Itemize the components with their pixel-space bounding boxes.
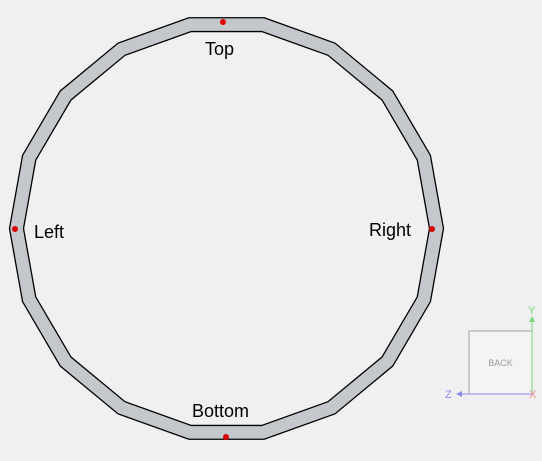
view-cube[interactable]: BACK: [468, 330, 533, 395]
left-point-label: Left: [34, 222, 64, 242]
axis-triad: Y Z X: [445, 305, 537, 401]
top-point-label: Top: [205, 39, 234, 59]
view-cube-face[interactable]: [468, 330, 533, 395]
y-axis-arrow-icon: [529, 316, 535, 322]
y-axis-label: Y: [528, 305, 536, 317]
x-axis-label: X: [529, 389, 537, 401]
bottom-point-label: Bottom: [192, 401, 249, 421]
view-cube-face-label: BACK: [488, 358, 513, 368]
bottom-point-marker[interactable]: [223, 434, 229, 440]
polygon-ring[interactable]: [8, 17, 445, 440]
right-point-marker[interactable]: [429, 226, 435, 232]
right-point-label: Right: [369, 220, 411, 240]
z-axis-label: Z: [445, 389, 452, 401]
top-point-marker[interactable]: [220, 19, 226, 25]
z-axis-arrow-icon: [456, 391, 462, 397]
left-point-marker[interactable]: [12, 226, 18, 232]
